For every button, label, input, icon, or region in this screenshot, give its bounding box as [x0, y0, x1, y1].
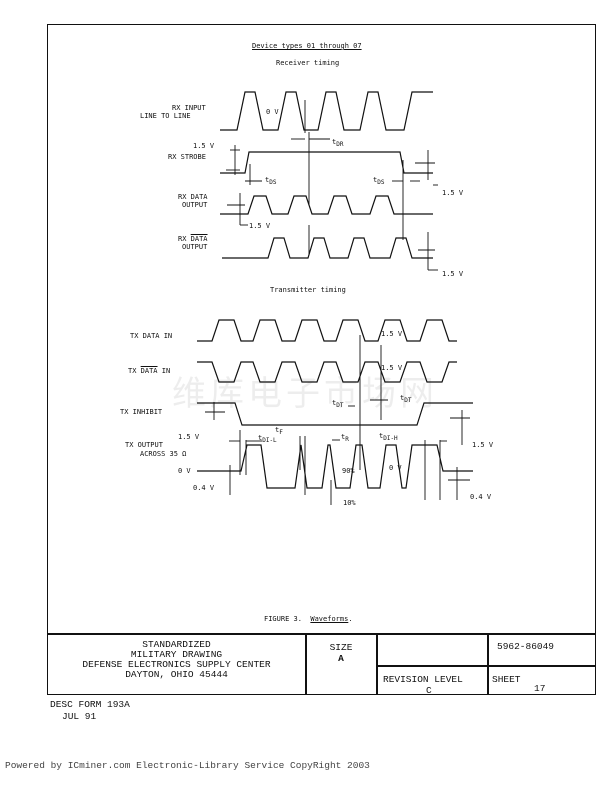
t: t	[265, 176, 270, 184]
annot-tf: tF	[275, 426, 283, 437]
t: t	[373, 176, 378, 184]
annot-0v: 0 V	[266, 108, 279, 116]
sub-r: R	[345, 436, 349, 443]
divider	[487, 633, 489, 695]
label-tx-databar-in: TX DATA IN	[128, 367, 170, 375]
annot-1-5v: 1.5 V	[442, 189, 464, 197]
label-rx-input: RX INPUT	[172, 104, 206, 112]
t: t	[400, 394, 405, 402]
divider	[47, 633, 596, 635]
size-label: SIZE	[329, 642, 353, 653]
annot-1-5v: 1.5 V	[442, 270, 464, 278]
label-tx: TX	[128, 367, 137, 375]
label-rx-databar: RX DATA	[178, 235, 208, 243]
tx-databar-in-waveform	[197, 361, 457, 383]
form-date: JUL 91	[62, 711, 97, 722]
label-data-overbar: DATA	[190, 235, 208, 243]
sheet-label: SHEET	[492, 674, 521, 685]
annot-tdt-1: tDT	[332, 399, 343, 410]
figure-caption: FIGURE 3. Waveforms.	[264, 615, 353, 623]
annot-1-5v: 1.5 V	[249, 222, 271, 230]
tx-data-in-waveform	[197, 319, 457, 342]
annot-1-5v: 1.5 V	[381, 330, 403, 338]
annot-90pct: 90%	[342, 467, 355, 475]
revision-label: REVISION LEVEL	[383, 674, 463, 685]
label-rx-data-output: OUTPUT	[182, 201, 208, 209]
sub-dt: DT	[336, 402, 344, 409]
size-value: A	[338, 653, 344, 664]
annot-tdt-2: tDT	[400, 394, 411, 405]
sub-f: F	[279, 429, 283, 436]
annot-tdi-l: tDI-L	[258, 434, 277, 445]
sheet-value: 17	[534, 683, 546, 694]
label-tx-data-in: TX DATA IN	[130, 332, 173, 340]
t: t	[332, 399, 337, 407]
annot-10pct: 10%	[343, 499, 356, 507]
org-line: MILITARY DRAWING	[130, 649, 223, 660]
annot-1-5v: 1.5 V	[193, 142, 215, 150]
label-tx-output: TX OUTPUT	[125, 441, 163, 449]
divider	[305, 633, 307, 695]
annot-1-5v: 1.5 V	[472, 441, 494, 449]
org-line: DAYTON, OHIO 45444	[125, 669, 228, 680]
sub-dih: DI-H	[383, 435, 398, 442]
label-rx-data: RX DATA	[178, 193, 208, 201]
caption-prefix: FIGURE 3.	[264, 615, 302, 623]
t: t	[379, 432, 384, 440]
receiver-timing-title: Receiver timing	[276, 59, 340, 67]
drawing-frame	[47, 24, 596, 695]
t: t	[332, 138, 337, 146]
label-line-to-line: LINE TO LINE	[140, 112, 191, 120]
annot-tr: tR	[341, 433, 349, 444]
transmitter-timing-title: Transmitter timing	[270, 286, 346, 294]
label-rx: RX	[178, 235, 187, 243]
label-across-35-ohm: ACROSS 35 Ω	[140, 450, 187, 458]
rx-input-waveform	[220, 91, 433, 131]
drawing-number: 5962-86049	[497, 641, 555, 652]
label-tx-inhibit: TX INHIBIT	[120, 408, 163, 416]
rx-data-output-waveform	[220, 195, 433, 215]
annot-1-5v: 1.5 V	[381, 364, 403, 372]
t: t	[275, 426, 280, 434]
tx-output-waveform	[197, 444, 473, 489]
annot-0v: 0 V	[389, 464, 402, 472]
form-number: DESC FORM 193A	[50, 699, 130, 710]
rx-databar-output-waveform	[222, 237, 433, 259]
annot-tds-2: tDS	[373, 176, 384, 187]
revision-value: C	[426, 685, 432, 696]
sub-dt: DT	[404, 397, 412, 404]
annot-tds-1: tDS	[265, 176, 276, 187]
sub-dr: DR	[336, 141, 344, 148]
watermark: 维库电子市场网	[172, 374, 438, 414]
annot-0v: 0 V	[178, 467, 191, 475]
label-rx-databar-output: OUTPUT	[182, 243, 208, 251]
footer-copyright: Powered by ICminer.com Electronic-Librar…	[5, 760, 370, 771]
label-in: IN	[161, 367, 171, 375]
label-rx-strobe: RX STROBE	[168, 153, 206, 161]
annot-0-4v: 0.4 V	[193, 484, 215, 492]
rx-strobe-waveform	[220, 151, 433, 174]
annot-tdr: tDR	[332, 138, 343, 149]
t: t	[341, 433, 346, 441]
caption-text: Waveforms	[310, 615, 349, 623]
org-block: STANDARDIZED MILITARY DRAWING DEFENSE EL…	[48, 640, 305, 680]
tx-inhibit-waveform	[197, 402, 473, 426]
annot-tdi-h: tDI-H	[379, 432, 398, 443]
label-data-overbar: DATA	[140, 367, 158, 375]
figure-heading: Device types 01 through 07	[252, 42, 362, 50]
annot-1-5v: 1.5 V	[178, 433, 200, 441]
sub-ds: DS	[269, 179, 277, 186]
t: t	[258, 434, 263, 442]
divider	[376, 665, 596, 667]
org-line: STANDARDIZED	[142, 639, 211, 650]
sub-ds: DS	[377, 179, 385, 186]
org-line: DEFENSE ELECTRONICS SUPPLY CENTER	[82, 659, 271, 670]
divider	[376, 633, 378, 695]
sub-dil: DI-L	[262, 437, 277, 444]
annot-0-4v: 0.4 V	[470, 493, 492, 501]
